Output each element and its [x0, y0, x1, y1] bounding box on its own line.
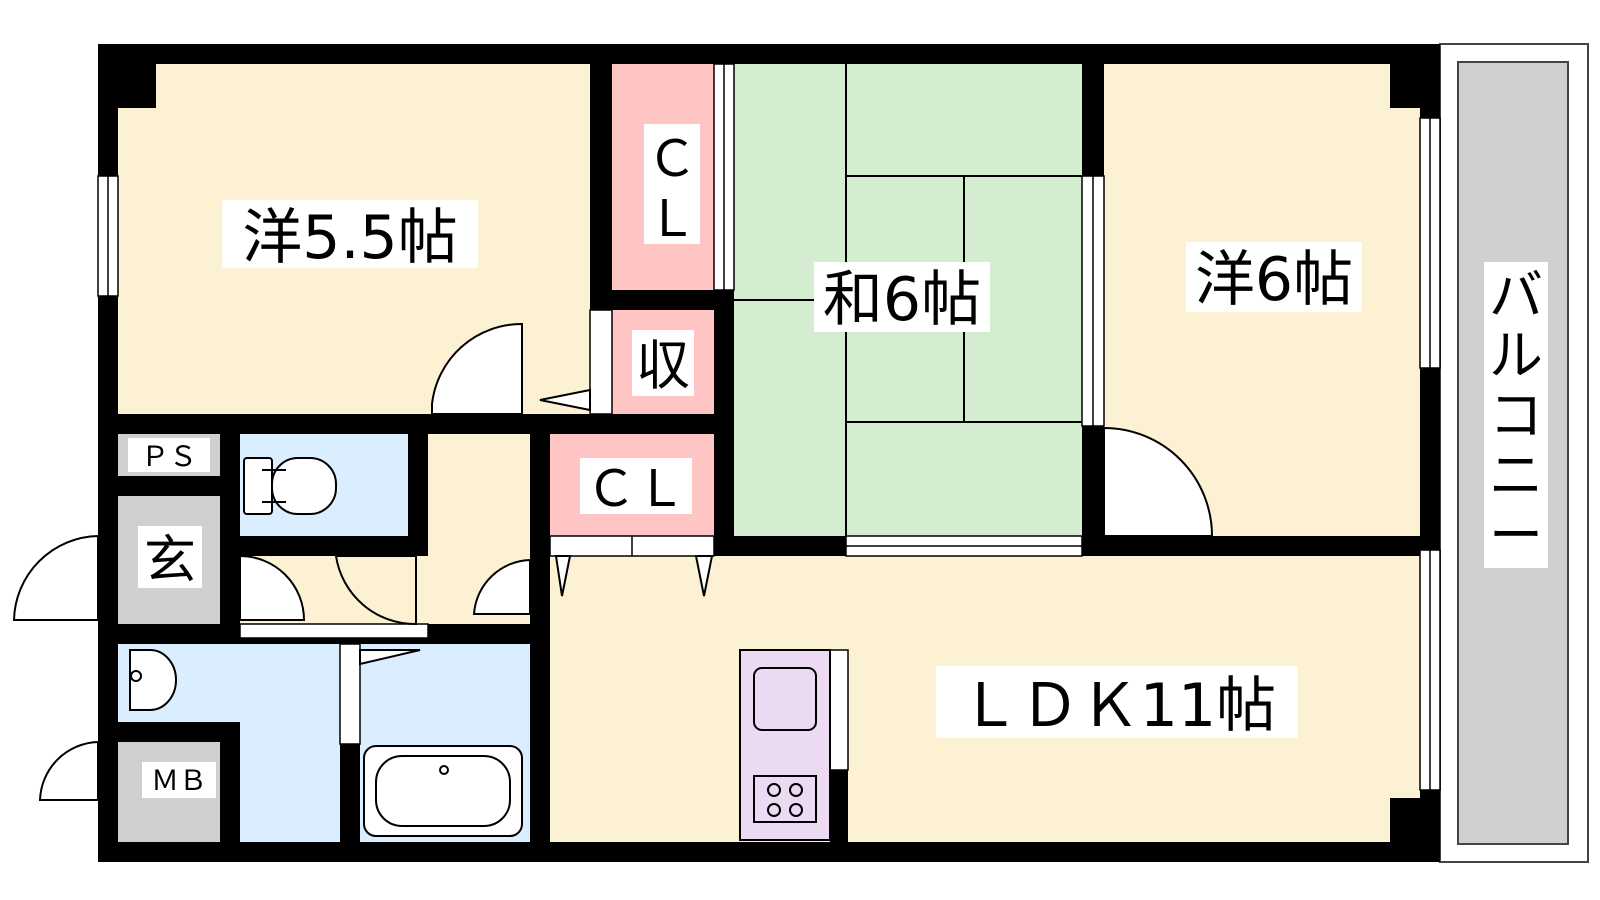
label-pipe-space: ＰＳ [141, 440, 197, 473]
label-balcony-char: ル [1489, 324, 1543, 387]
label-western-room-a: 洋5.5帖 [242, 203, 457, 273]
washbasin-fixture [129, 649, 177, 711]
interior-walls [118, 64, 1440, 862]
room-labels: 洋5.5帖 Ｃ Ｌ 収 和6帖 洋6帖 ＣＬ ＰＳ 玄 ＭＢ ＬＤＫ11帖 バ … [128, 124, 1548, 798]
label-meter-box: ＭＢ [151, 764, 207, 797]
doors [12, 322, 1214, 801]
kitchen-counter [739, 649, 831, 841]
label-ldk: ＬＤＫ11帖 [960, 671, 1276, 741]
bathtub-fixture [363, 745, 523, 837]
corner-pillar [98, 44, 156, 108]
label-japanese-room: 和6帖 [823, 265, 981, 335]
washroom-fill-2 [240, 742, 340, 842]
label-closet-b: ＣＬ [586, 460, 686, 518]
label-balcony-char: ー [1489, 504, 1543, 567]
label-storage: 収 [636, 334, 690, 397]
label-balcony-char: バ [1489, 264, 1543, 327]
label-balcony-char: ニ [1489, 444, 1543, 507]
label-closet-a-line1: Ｃ [647, 130, 697, 188]
label-closet-a-line2: Ｌ [647, 190, 697, 248]
balcony [1439, 43, 1589, 863]
toilet-fixture [243, 457, 337, 515]
label-balcony-char: コ [1489, 384, 1543, 447]
label-entrance: 玄 [144, 531, 196, 591]
label-western-room-b: 洋6帖 [1195, 245, 1353, 315]
